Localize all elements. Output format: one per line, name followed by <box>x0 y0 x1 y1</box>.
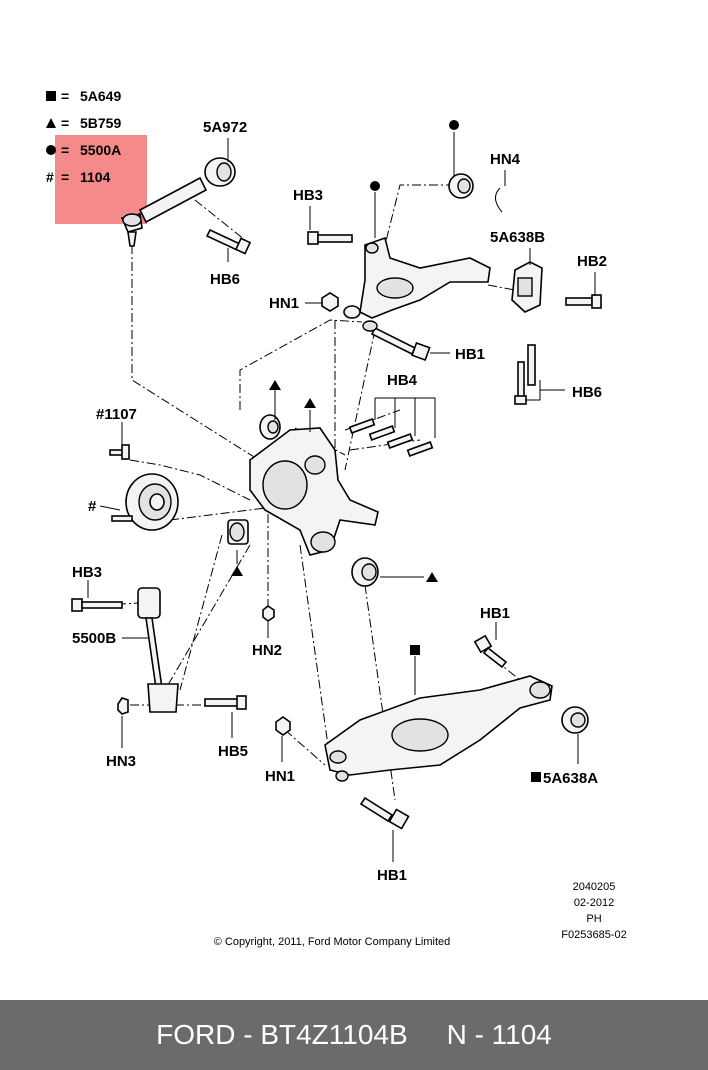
washer-top <box>343 305 361 319</box>
wheel-hub <box>111 473 179 531</box>
nut-hn1-bottom <box>275 716 291 736</box>
svg-text:=: = <box>61 88 69 104</box>
highlight-box <box>55 135 147 224</box>
legend-item-square: 5A649 <box>80 88 121 104</box>
bolt-hb6-top <box>205 228 252 255</box>
bolt-hb6-right <box>514 344 536 405</box>
label-hn2: HN2 <box>252 642 282 659</box>
screw-1107 <box>109 444 130 460</box>
square-marker-icon <box>531 772 541 782</box>
label-5a638b: 5A638B <box>490 229 545 246</box>
meta-ref: F0253685-02 <box>561 929 626 941</box>
label-hb6-right: HB6 <box>572 384 602 401</box>
label-hb1-mid: HB1 <box>455 346 485 363</box>
label-hb2: HB2 <box>577 253 607 270</box>
triangle-marker-icon <box>231 566 243 576</box>
part-labels: 5A972 HN4 HB3 5A638B HB2 HB6 HN1 HB1 HB4… <box>72 119 607 884</box>
label-hn1-top: HN1 <box>269 295 299 312</box>
bolt-hb2 <box>565 294 602 309</box>
svg-text:=: = <box>61 142 69 158</box>
suspension-diagram: = 5A649 = 5B759 = 5500A # = 1104 <box>46 88 627 948</box>
meta-code: 2040205 <box>573 881 616 893</box>
label-hb1-right: HB1 <box>480 605 510 622</box>
bolt-hb1-mid <box>362 320 431 361</box>
triangle-symbol-icon <box>46 118 56 128</box>
bolt-hb3-left <box>71 598 123 612</box>
upper-control-arm <box>359 236 491 319</box>
circle-symbol-icon <box>46 145 56 155</box>
square-symbol-icon <box>46 91 56 101</box>
bolts-hb4 <box>348 418 434 457</box>
footer-ref: N - 1104 <box>446 1019 552 1050</box>
knuckle-part <box>249 427 379 556</box>
label-hn4: HN4 <box>490 151 521 168</box>
label-1107: #1107 <box>96 406 137 423</box>
leader-lines <box>87 132 596 862</box>
label-5500b: 5500B <box>72 630 116 647</box>
bushing-knuckle <box>259 414 281 440</box>
label-hb3-top: HB3 <box>293 187 323 204</box>
footer-gap <box>408 1019 447 1051</box>
legend-item-triangle: 5B759 <box>80 115 121 131</box>
label-5a972: 5A972 <box>203 119 247 136</box>
label-hb6-top: HB6 <box>210 271 240 288</box>
legend-item-circle: 5500A <box>80 142 121 158</box>
label-hn1-bottom: HN1 <box>265 768 295 785</box>
bushing-top <box>448 173 503 213</box>
svg-text:=: = <box>61 169 69 185</box>
footer-bar: FORD - BT4Z1104B N - 1104 <box>0 1000 708 1070</box>
square-marker-icon <box>410 645 420 655</box>
hash-symbol: # <box>46 169 54 185</box>
label-hash: # <box>88 498 97 515</box>
label-hb5: HB5 <box>218 743 248 760</box>
triangle-marker-icon <box>426 572 438 582</box>
footer-brand: FORD <box>156 1019 236 1050</box>
footer-part-number: BT4Z1104B <box>260 1019 408 1050</box>
lateral-link-5500b <box>137 587 179 713</box>
drawing-meta: 2040205 02-2012 PH F0253685-02 © Copyrig… <box>214 881 627 948</box>
meta-initials: PH <box>586 913 601 925</box>
toe-link-part <box>120 157 236 247</box>
lower-control-arm <box>324 675 553 776</box>
label-hb3-left: HB3 <box>72 564 102 581</box>
bolt-hb3-top <box>307 231 353 245</box>
svg-text:=: = <box>61 115 69 131</box>
nut-hn1-top <box>321 292 339 312</box>
callout-symbols <box>231 120 541 782</box>
meta-date: 02-2012 <box>574 897 614 909</box>
bushing-5a638a <box>561 706 589 734</box>
circle-marker-icon <box>370 181 380 191</box>
bolt-hb1-bottom <box>335 770 410 830</box>
label-hb1-bottom: HB1 <box>377 867 407 884</box>
footer-sep: - <box>235 1019 261 1050</box>
nut-hn3 <box>117 697 129 715</box>
copyright-text: © Copyright, 2011, Ford Motor Company Li… <box>214 936 451 948</box>
bolt-hb1-right <box>473 634 508 669</box>
nut-hn2 <box>262 605 275 622</box>
triangle-marker-icon <box>304 398 316 408</box>
legend: = 5A649 = 5B759 = 5500A # = 1104 <box>46 88 121 185</box>
assembly-lines <box>99 184 521 801</box>
bracket-5a638b <box>511 261 543 313</box>
label-5a638a: 5A638A <box>543 770 598 787</box>
label-hn3: HN3 <box>106 753 136 770</box>
circle-marker-icon <box>449 120 459 130</box>
label-hb4: HB4 <box>387 372 418 389</box>
legend-item-hash: 1104 <box>80 169 111 185</box>
triangle-marker-icon <box>269 380 281 390</box>
bushing-left <box>227 519 249 545</box>
bushing-right <box>351 557 379 587</box>
bolt-hb5 <box>204 695 247 710</box>
